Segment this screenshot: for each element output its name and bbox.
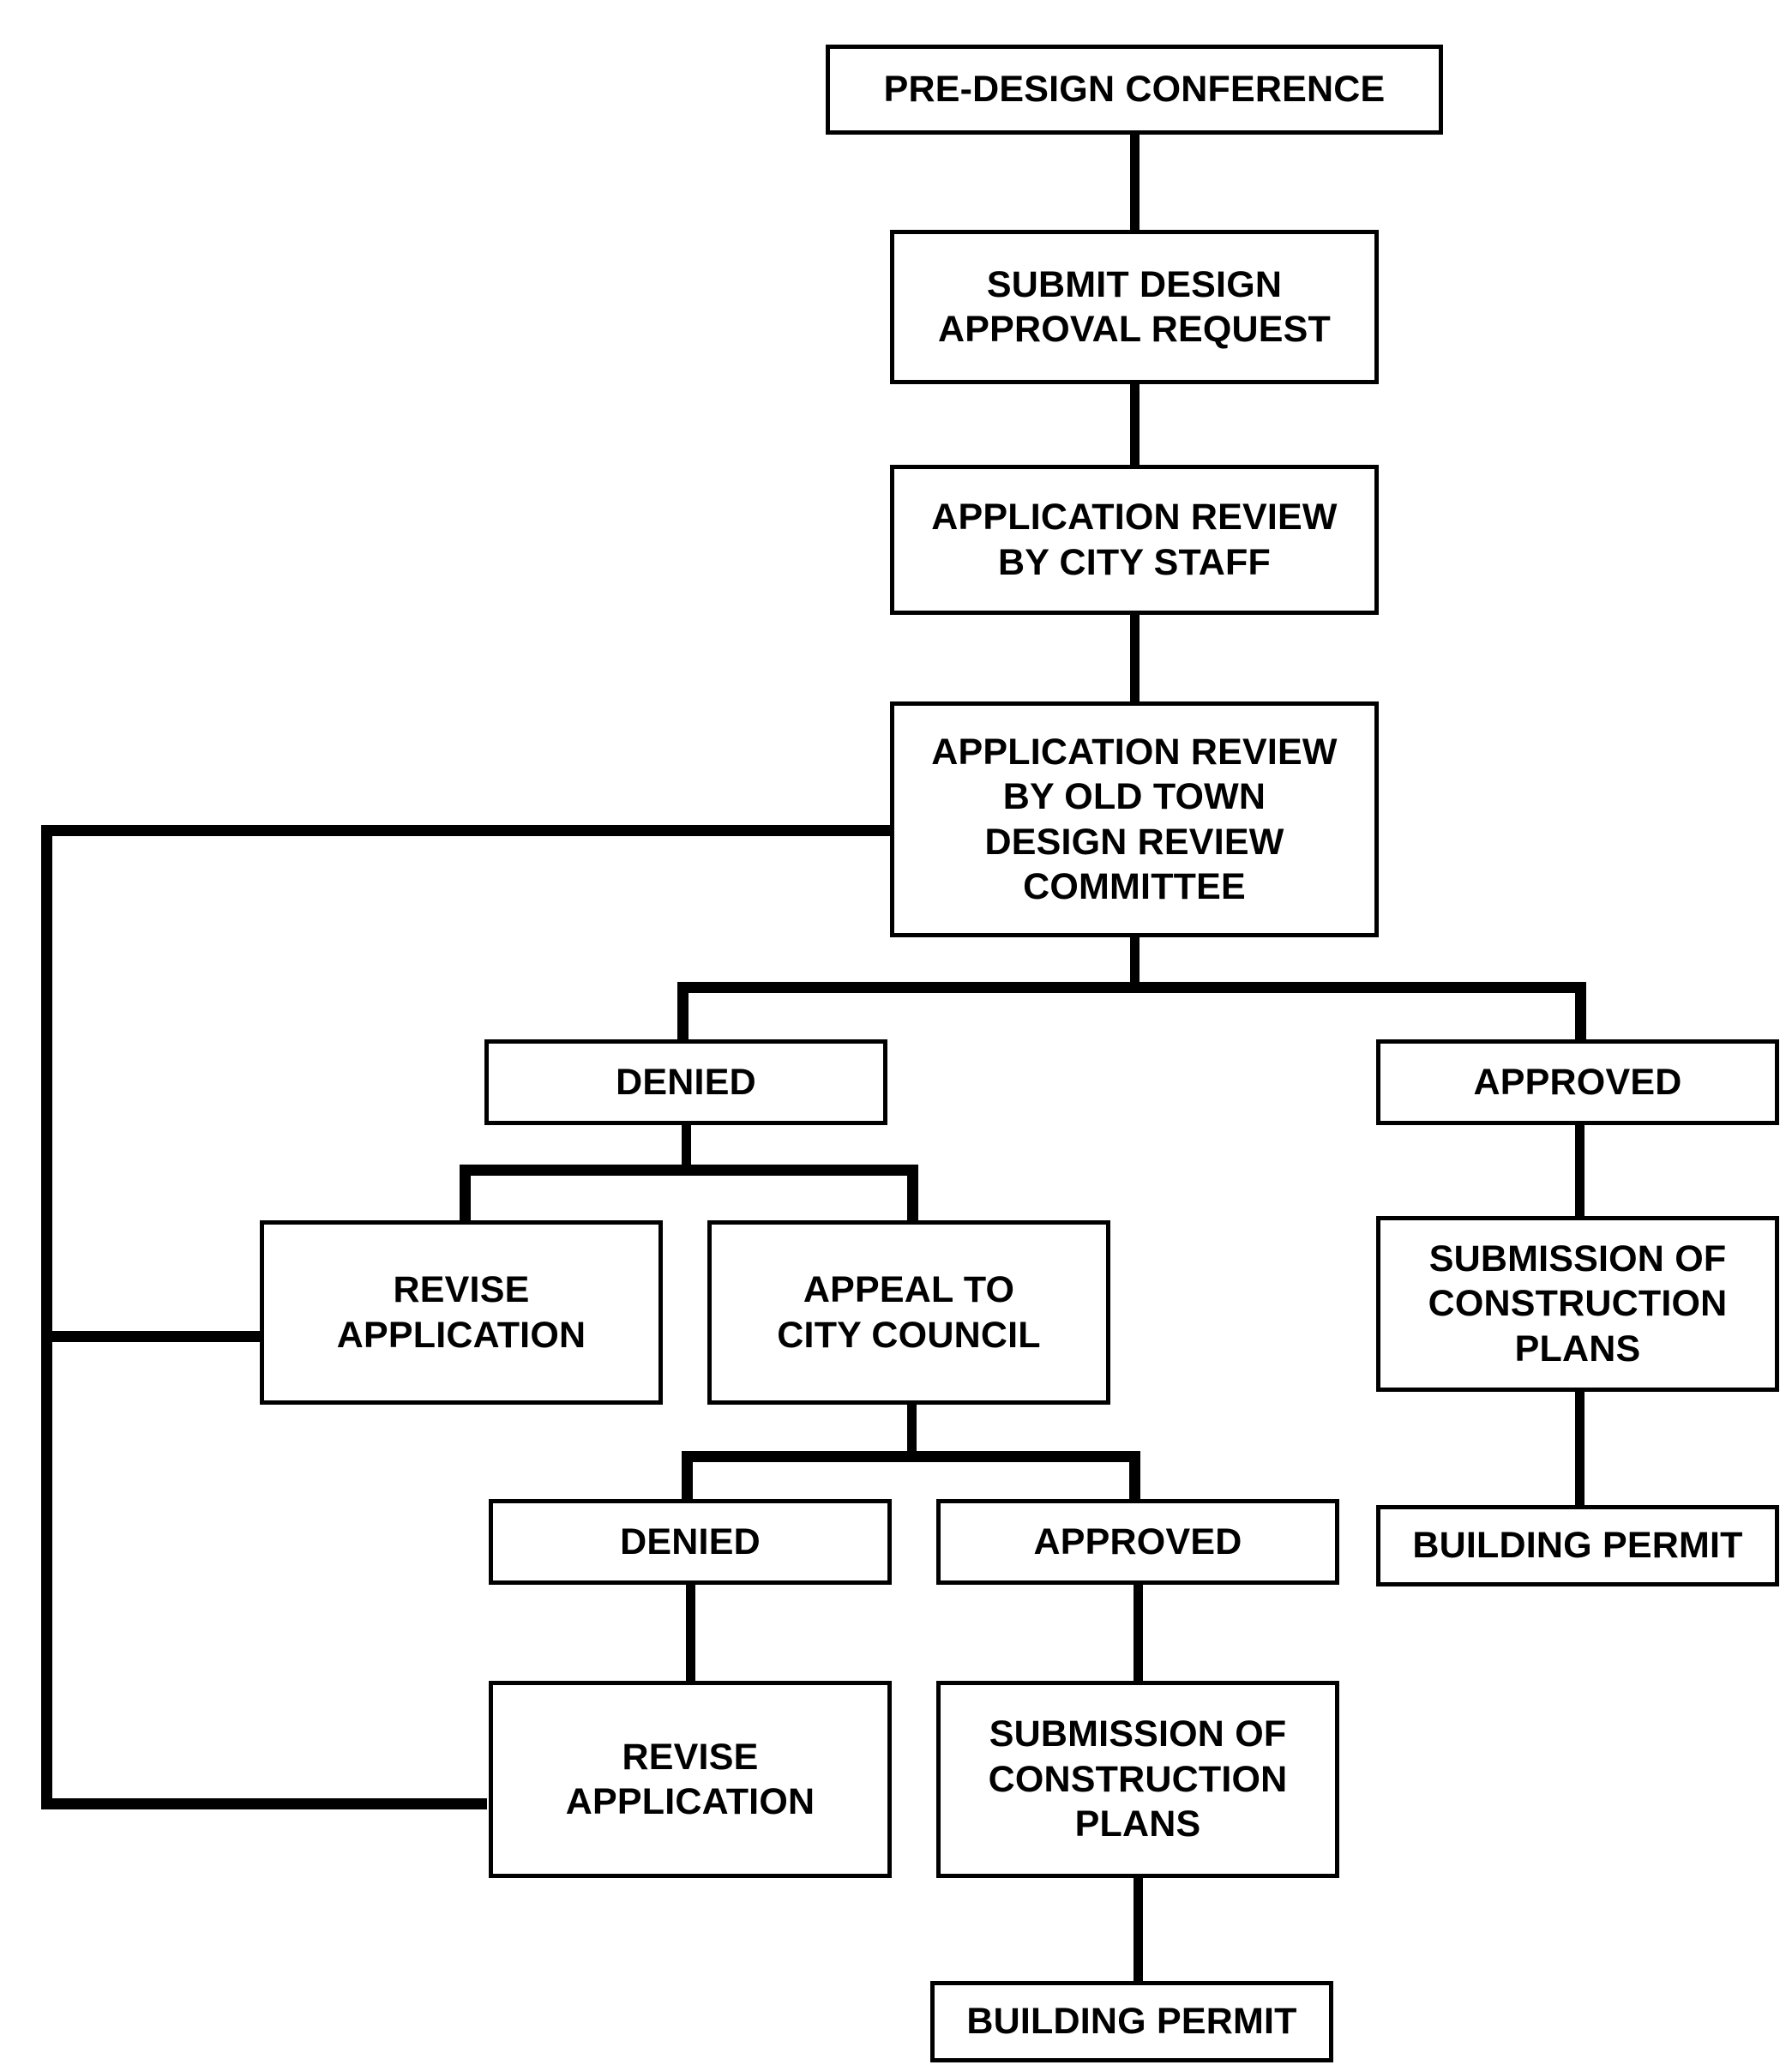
node-label: APPLICATION REVIEW BY OLD TOWN DESIGN RE… [931, 731, 1338, 907]
node-label: APPROVED [1473, 1061, 1682, 1103]
connector-split-to-approved-2 [1129, 1451, 1140, 1504]
connector-denied-stem [682, 1123, 691, 1170]
node-label: DENIED [616, 1061, 756, 1103]
connector-citystaff-to-oldtown [1130, 613, 1140, 707]
node-label: REVISE APPLICATION [336, 1269, 586, 1356]
connector-approved-to-submission-1 [1575, 1119, 1585, 1218]
node-council-approved[interactable]: APPROVED [936, 1499, 1339, 1585]
connector-split-to-denied-2 [682, 1451, 693, 1504]
node-label: APPROVED [1033, 1520, 1242, 1562]
node-label: APPEAL TO CITY COUNCIL [777, 1269, 1041, 1356]
connector-denied-split-bar [460, 1165, 918, 1176]
connector-submit-to-citystaff [1130, 382, 1140, 476]
connector-approved-2-to-submission-2 [1134, 1582, 1143, 1685]
node-revise-application-1[interactable]: REVISE APPLICATION [260, 1220, 663, 1405]
node-label: APPLICATION REVIEW BY CITY STAFF [931, 497, 1338, 583]
connector-split-to-revise-1 [460, 1165, 471, 1223]
connector-committee-split-bar [677, 982, 1586, 993]
node-application-review-old-town[interactable]: APPLICATION REVIEW BY OLD TOWN DESIGN RE… [890, 701, 1379, 937]
node-appeal-to-city-council[interactable]: APPEAL TO CITY COUNCIL [707, 1220, 1110, 1405]
feedback-loop-branch-revise-1 [41, 1331, 260, 1342]
node-council-denied[interactable]: DENIED [489, 1499, 892, 1585]
node-committee-denied[interactable]: DENIED [484, 1039, 887, 1125]
node-label: REVISE APPLICATION [565, 1736, 815, 1822]
node-label: PRE-DESIGN CONFERENCE [883, 69, 1386, 111]
node-pre-design-conference[interactable]: PRE-DESIGN CONFERENCE [826, 45, 1443, 135]
node-label: BUILDING PERMIT [1412, 1525, 1743, 1567]
node-label: SUBMIT DESIGN APPROVAL REQUEST [938, 263, 1331, 350]
node-label: DENIED [620, 1520, 761, 1562]
node-label: BUILDING PERMIT [966, 2001, 1297, 2043]
connector-oldtown-stem [1130, 935, 1140, 988]
connector-split-to-appeal [907, 1165, 918, 1223]
connector-split-to-denied [677, 982, 689, 1046]
node-label: SUBMISSION OF CONSTRUCTION PLANS [988, 1713, 1288, 1845]
node-submit-design-approval-request[interactable]: SUBMIT DESIGN APPROVAL REQUEST [890, 230, 1379, 384]
feedback-loop-branch-revise-2 [41, 1798, 487, 1809]
node-application-review-city-staff[interactable]: APPLICATION REVIEW BY CITY STAFF [890, 465, 1379, 615]
node-submission-construction-plans-1[interactable]: SUBMISSION OF CONSTRUCTION PLANS [1376, 1216, 1779, 1392]
node-revise-application-2[interactable]: REVISE APPLICATION [489, 1681, 892, 1878]
connector-appeal-stem [907, 1405, 917, 1456]
connector-council-split-bar [682, 1451, 1140, 1462]
node-building-permit-2[interactable]: BUILDING PERMIT [930, 1981, 1333, 2062]
feedback-loop-vertical-spine [41, 825, 52, 1809]
connector-submission-2-to-permit-2 [1134, 1878, 1143, 1985]
connector-split-to-approved [1575, 982, 1586, 1046]
node-label: SUBMISSION OF CONSTRUCTION PLANS [1428, 1237, 1728, 1370]
connector-denied-2-to-revise-2 [686, 1582, 695, 1685]
connector-predesign-to-submit [1130, 133, 1140, 232]
connector-submission-1-to-permit-1 [1575, 1389, 1585, 1509]
feedback-loop-top-horizontal [41, 825, 890, 836]
node-building-permit-1[interactable]: BUILDING PERMIT [1376, 1505, 1779, 1586]
node-submission-construction-plans-2[interactable]: SUBMISSION OF CONSTRUCTION PLANS [936, 1681, 1339, 1878]
node-committee-approved[interactable]: APPROVED [1376, 1039, 1779, 1125]
